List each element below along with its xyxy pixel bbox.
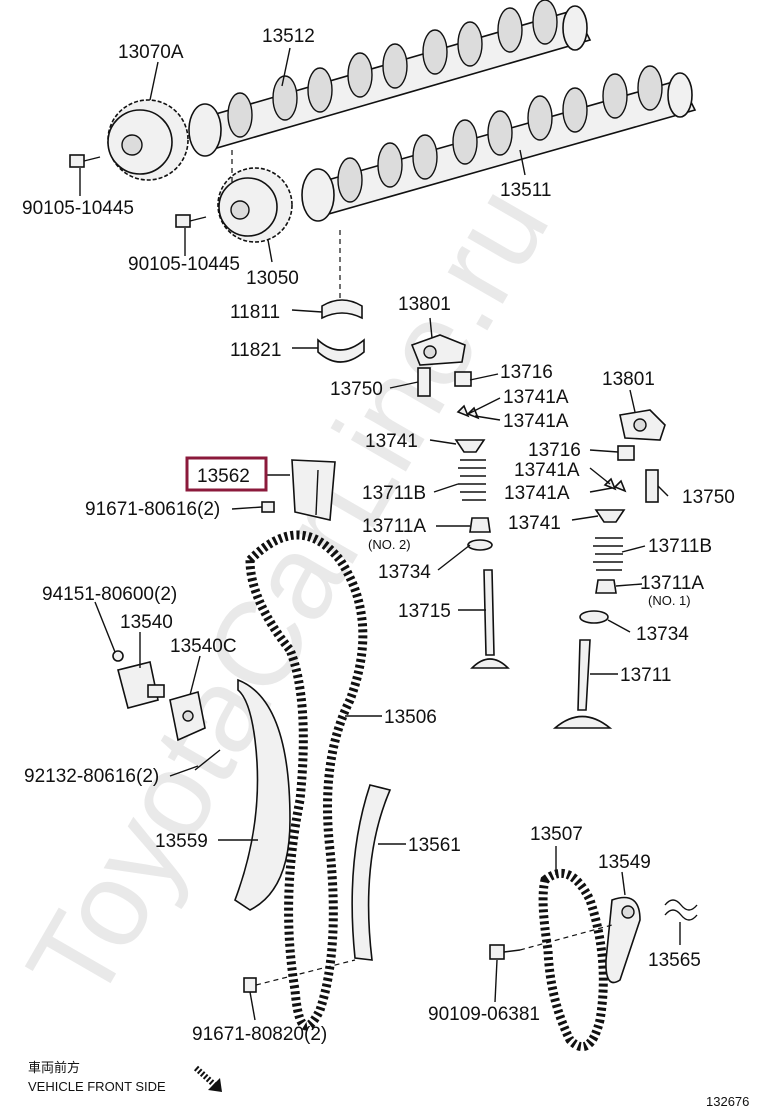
label-13561: 13561 [408,835,461,856]
camshaft-13511 [301,65,697,222]
label-13711: 13711 [620,665,671,686]
washer-13734-a [467,539,493,551]
cam-timing-gear-13070A [107,99,189,181]
label-13741-a: 13741 [365,431,418,452]
label-13750-a: 13750 [330,379,383,400]
rocker-arm-13801-a [410,334,466,366]
label-13741A-a: 13741A [503,387,569,408]
label-90105-10445-a: 90105-10445 [22,198,134,219]
diagram-number: 132676 [706,1094,749,1109]
chain-damper-13561 [351,784,392,961]
camshaft-13512 [188,0,592,157]
label-13711B-a: 13711B [362,483,426,504]
valve-spring-13711B-b [593,537,623,571]
label-13559: 13559 [155,831,208,852]
bolt-91671-lower [243,959,356,993]
label-13734-a: 13734 [378,562,431,583]
leader-lines [79,47,681,1021]
bearing-11811 [321,299,363,320]
label-13741-b: 13741 [508,513,561,534]
stud-92132 [194,749,221,771]
label-13711A-a: 13711A [362,516,426,537]
bolt-90109 [489,924,613,960]
cam-timing-gear-13050 [217,167,293,243]
chain-guide-13562 [291,459,336,521]
valve-seal-13711A-b [595,579,617,594]
lash-adjuster-13750-b [645,469,659,503]
highlight-box-13562 [185,456,268,492]
bolt-90105-lower [175,214,207,228]
label-13070A: 13070A [118,42,184,63]
label-13741A-b: 13741A [503,411,569,432]
vehicle-front-jp: 車両前方 [28,1060,80,1075]
valve-seal-13711A-a [469,517,491,533]
bolt-94151 [112,650,124,662]
label-91671-80820: 91671-80820(2) [192,1024,327,1045]
label-13512: 13512 [262,26,315,47]
bearing-11821 [317,338,365,363]
gasket-13540C [169,690,206,742]
label-90105-10445-b: 90105-10445 [128,254,240,275]
pad-13716-b [617,445,635,461]
front-arrow-icon [193,1065,222,1092]
label-13734-b: 13734 [636,624,689,645]
bolt-90105-upper [69,154,101,168]
label-13562: 13562 [197,466,250,487]
pad-13716-a [454,371,472,387]
label-13540: 13540 [120,612,173,633]
label-13050: 13050 [246,268,299,289]
label-90109-06381: 90109-06381 [428,1004,540,1025]
label-13549: 13549 [598,852,651,873]
label-13716-b: 13716 [528,440,581,461]
spring-13565 [664,899,698,921]
timing-chain-13506 [245,530,368,1031]
label-13750-b: 13750 [682,487,735,508]
label-92132-80616: 92132-80616(2) [24,766,159,787]
chain-damper-13549 [605,896,641,984]
label-13801-b: 13801 [602,369,655,390]
label-13715: 13715 [398,601,451,622]
label-91671-80616: 91671-80616(2) [85,499,220,520]
lash-adjuster-13750-a [417,367,431,397]
chain-slipper-13559 [234,678,291,911]
valve-13711 [552,639,613,729]
label-13741A-c: 13741A [514,460,580,481]
label-13741A-d: 13741A [504,483,570,504]
label-13507: 13507 [530,824,583,845]
label-13711A-b: 13711A [640,573,704,594]
label-13511: 13511 [500,180,551,201]
label-13506: 13506 [384,707,437,728]
bolt-91671-upper [261,501,275,513]
label-13711B-b: 13711B [648,536,712,557]
label-13801-a: 13801 [398,294,451,315]
label-13565: 13565 [648,950,701,971]
valve-13715 [470,569,510,669]
label-13540C: 13540C [170,636,237,657]
rocker-arm-13801-b [619,409,666,441]
label-94151-80600: 94151-80600(2) [42,584,177,605]
retainer-13741-b [594,509,626,523]
tensioner-13540 [117,661,165,709]
label-11821: 11821 [230,340,281,361]
label-11811: 11811 [230,302,280,323]
label-13711A-a-note: (NO. 2) [368,537,411,552]
label-13711A-b-note: (NO. 1) [648,593,691,608]
valve-spring-13711B-a [458,459,486,501]
label-13716-a: 13716 [500,362,553,383]
oil-pump-chain-13507 [538,868,608,1052]
washer-13734-b [579,610,609,624]
retainer-13741-a [454,439,486,453]
vehicle-front-en: VEHICLE FRONT SIDE [28,1079,166,1094]
